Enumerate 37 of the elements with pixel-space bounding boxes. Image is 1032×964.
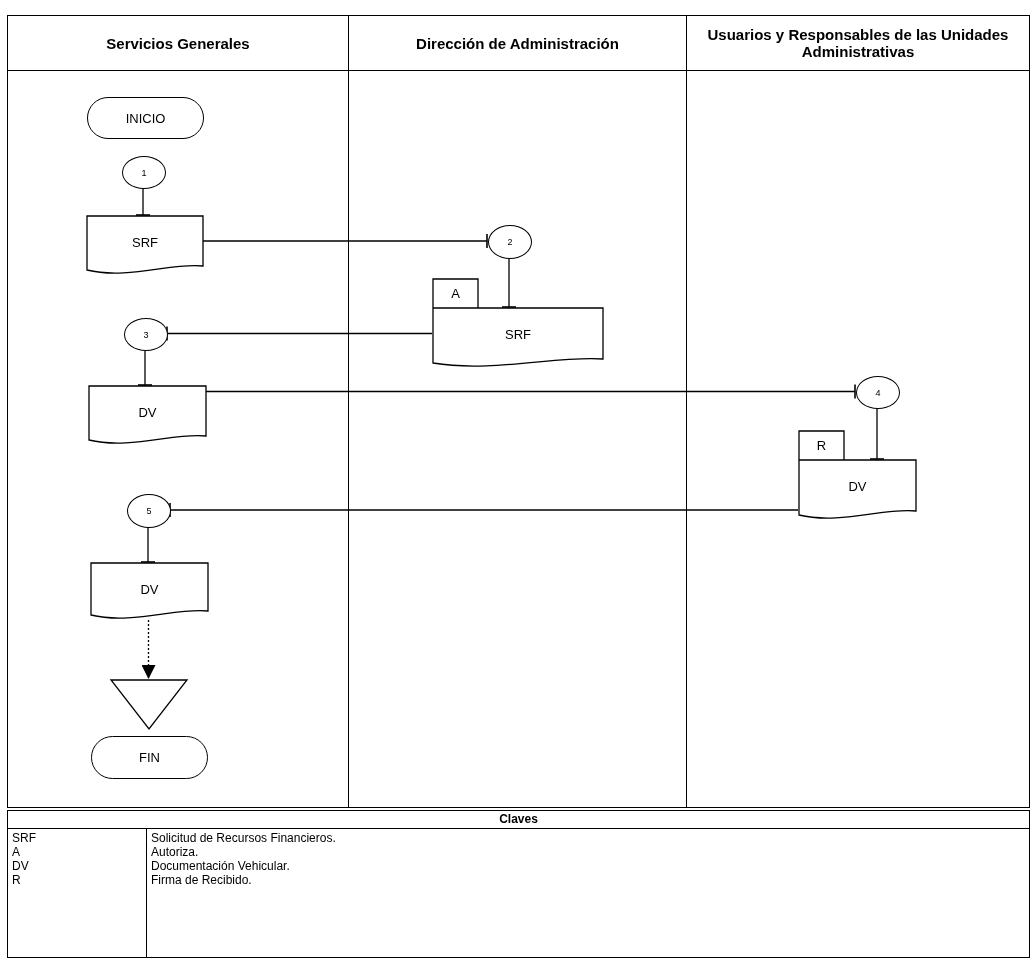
key-code: SRF [11,831,37,845]
key-code: DV [11,859,30,873]
document-label: SRF [504,327,532,342]
lane-header: Usuarios y Responsables de las Unidades Administrativas [706,26,1010,60]
connector-circle: 3 [124,318,168,351]
document-shape: DV [89,386,206,446]
document-shape: DV [91,563,208,621]
connector-line [137,349,153,386]
connector-line [869,407,885,460]
archive-triangle [111,680,187,729]
key-code: A [11,845,21,859]
connector-circle: 2 [488,225,532,259]
connector-line [135,187,151,216]
key-code: R [11,873,22,887]
lane-header: Dirección de Administración [415,34,620,52]
key-description: Autoriza. [150,845,200,859]
tab-label: R [815,438,828,453]
document-shape [433,279,603,369]
document-shape [799,431,916,521]
connector-circle: 1 [122,156,166,189]
table-title: Claves [499,811,538,828]
arrow [141,619,156,680]
swimlane [7,15,348,808]
swimlane [686,15,1030,808]
swimlane [348,15,686,808]
key-description: Solicitud de Recursos Financieros. [150,831,337,845]
document-shape: SRF [87,216,203,276]
key-description: Documentación Vehicular. [150,859,291,873]
tab-label: A [450,286,461,301]
lane-header: Servicios Generales [105,34,251,52]
document-label: DV [847,479,868,494]
key-description: Firma de Recibido. [150,873,253,887]
connector-circle: 4 [856,376,900,409]
connector-line [169,502,799,518]
connector-line [140,526,156,563]
connector-circle: 5 [127,494,171,528]
connector-line [501,257,517,308]
